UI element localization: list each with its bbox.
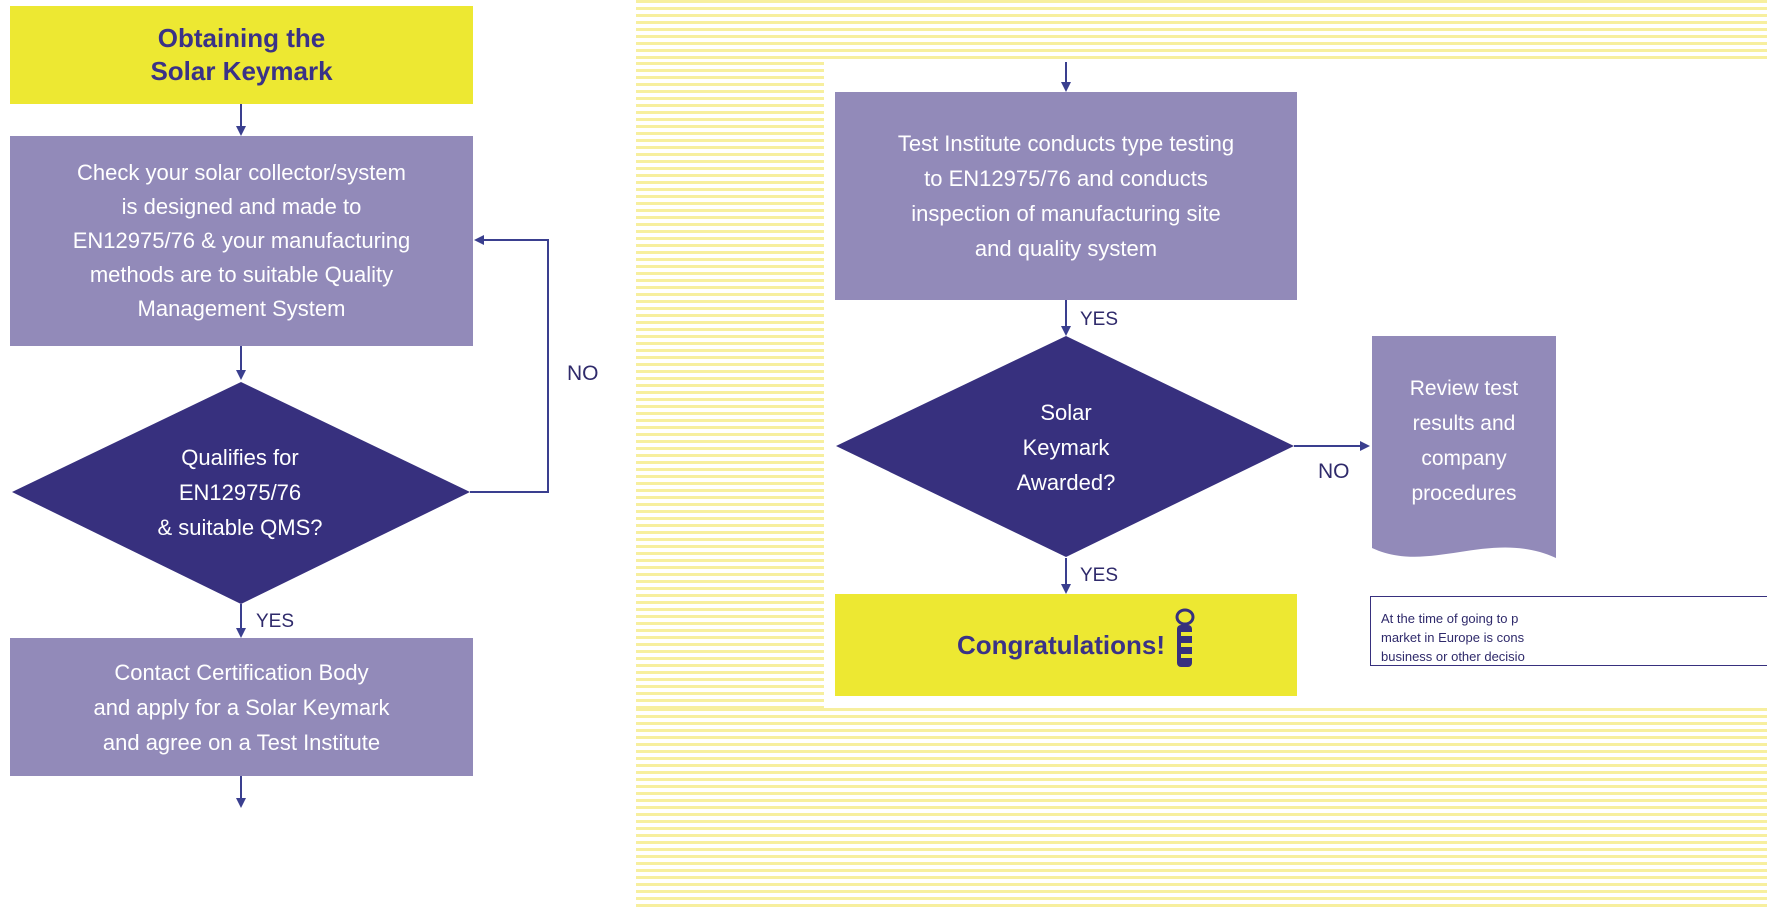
yes-label-right-2: YES bbox=[1080, 565, 1119, 586]
striped-background-top bbox=[636, 0, 1767, 62]
congratulations-box: Congratulations! bbox=[835, 594, 1297, 696]
disclaimer-note: At the time of going to p market in Euro… bbox=[1370, 596, 1767, 666]
decision-qualifies-text: Qualifies for EN12975/76 & suitable QMS? bbox=[157, 444, 323, 540]
decision-awarded-text: Solar Keymark Awarded? bbox=[1016, 399, 1116, 495]
keymark-logo-overlay bbox=[1175, 608, 1195, 667]
yes-label-left: YES bbox=[256, 611, 295, 632]
review-box-text: Review test results and company procedur… bbox=[1409, 377, 1519, 505]
contact-certification-box: Contact Certification Body and apply for… bbox=[10, 638, 473, 776]
review-document-shape bbox=[1372, 336, 1556, 558]
decision-diamond-awarded bbox=[836, 336, 1294, 557]
test-institute-box: Test Institute conducts type testing to … bbox=[835, 92, 1297, 300]
decision-diamond-qualifies bbox=[12, 382, 470, 604]
check-design-box: Check your solar collector/system is des… bbox=[10, 136, 473, 346]
striped-background-bottom bbox=[636, 708, 1767, 910]
arrow-no-loop bbox=[470, 235, 549, 493]
no-label-right: NO bbox=[1318, 460, 1350, 483]
no-label-left: NO bbox=[567, 362, 599, 385]
title-box: Obtaining the Solar Keymark bbox=[10, 6, 473, 104]
yes-label-right-1: YES bbox=[1080, 309, 1119, 330]
